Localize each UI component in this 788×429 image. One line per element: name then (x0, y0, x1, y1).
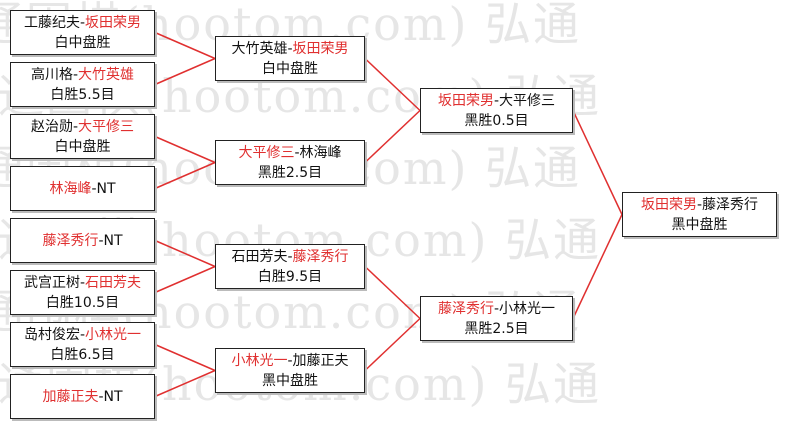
loser-name: 大竹英雄 (231, 40, 288, 57)
match-players: 大平修三-林海峰 (238, 143, 341, 163)
connector-r1m8-r2m4 (154, 369, 216, 398)
winner-name: 石田芳夫 (85, 274, 142, 291)
match-result: 白中盘胜 (54, 34, 111, 51)
match-box-r1m8: 加藤正夫-NT (10, 374, 155, 419)
winner-name: 加藤正夫 (42, 388, 99, 405)
separator: -NT (91, 180, 116, 197)
match-players: 林海峰-NT (49, 179, 115, 199)
separator: - (72, 118, 79, 135)
match-players: 工藤纪夫-坂田荣男 (24, 13, 141, 33)
match-players: 石田芳夫-藤泽秀行 (231, 247, 348, 267)
match-box-r1m2: 高川格-大竹英雄白胜5.5目 (10, 62, 155, 107)
match-box-r1m5: 藤泽秀行-NT (10, 218, 155, 263)
loser-name: 加藤正夫 (292, 352, 349, 369)
match-players: 藤泽秀行-小林光一 (438, 299, 555, 319)
match-result: 黑胜2.5目 (257, 164, 323, 181)
match-result: 黑胜2.5目 (464, 320, 529, 337)
match-box-r3m2: 藤泽秀行-小林光一黑胜2.5目 (420, 296, 573, 341)
connector-r1m7-r2m4 (154, 343, 216, 372)
connector-r1m3-r2m2 (154, 135, 216, 164)
loser-name: 高川格 (30, 66, 73, 83)
match-players: 小林光一-加藤正夫 (231, 351, 348, 371)
loser-name: 藤泽秀行 (702, 196, 759, 213)
match-result: 黑胜0.5目 (464, 112, 529, 129)
winner-name: 坂田荣男 (437, 92, 494, 109)
separator: - (79, 14, 86, 31)
match-result: 白胜9.5目 (257, 268, 323, 285)
match-box-r1m3: 赵治勋-大平修三白中盘胜 (10, 114, 155, 159)
separator: - (79, 274, 86, 291)
separator: - (72, 66, 79, 83)
loser-name: 小林光一 (499, 300, 556, 317)
match-box-r1m7: 岛村俊宏-小林光一白胜6.5目 (10, 322, 155, 367)
match-players: 藤泽秀行-NT (42, 231, 122, 251)
match-result: 白中盘胜 (54, 138, 111, 155)
match-result: 白胜10.5目 (45, 294, 120, 311)
match-players: 赵治勋-大平修三 (31, 117, 134, 137)
match-result: 白中盘胜 (262, 60, 318, 77)
connector-r2m4-r3m2 (364, 317, 421, 372)
winner-name: 大平修三 (238, 144, 295, 161)
connector-r3m1-final (572, 110, 623, 215)
winner-name: 藤泽秀行 (292, 248, 349, 265)
winner-name: 坂田荣男 (85, 14, 142, 31)
match-result: 白胜6.5目 (50, 346, 115, 363)
match-result: 白胜5.5目 (50, 86, 115, 103)
connector-r1m6-r2m3 (154, 265, 216, 294)
loser-name: 武宫正树 (23, 274, 80, 291)
loser-name: 林海峰 (299, 144, 342, 161)
match-players: 坂田荣男-藤泽秀行 (641, 195, 758, 215)
connector-r2m1-r3m1 (364, 57, 421, 112)
match-players: 岛村俊宏-小林光一 (24, 325, 141, 345)
separator: -NT (98, 388, 123, 405)
separator: - (287, 352, 293, 369)
match-players: 坂田荣男-大平修三 (438, 91, 555, 111)
match-box-r1m4: 林海峰-NT (10, 166, 155, 211)
winner-name: 坂田荣男 (292, 40, 349, 57)
separator: - (696, 196, 703, 213)
separator: - (493, 92, 500, 109)
separator: - (493, 300, 500, 317)
loser-name: 工藤纪夫 (23, 14, 80, 31)
match-result: 黑中盘胜 (671, 216, 728, 233)
match-box-r1m1: 工藤纪夫-坂田荣男白中盘胜 (10, 10, 155, 55)
connector-r1m4-r2m2 (154, 161, 216, 190)
winner-name: 大平修三 (78, 118, 135, 135)
separator: -NT (98, 232, 123, 249)
separator: - (79, 326, 86, 343)
match-box-r3m1: 坂田荣男-大平修三黑胜0.5目 (420, 88, 573, 133)
match-result: 黑中盘胜 (262, 372, 318, 389)
winner-name: 藤泽秀行 (437, 300, 494, 317)
winner-name: 藤泽秀行 (42, 232, 99, 249)
match-box-final: 坂田荣男-藤泽秀行黑中盘胜 (622, 192, 777, 237)
match-box-r2m1: 大竹英雄-坂田荣男白中盘胜 (215, 36, 365, 81)
loser-name: 大平修三 (499, 92, 556, 109)
match-players: 大竹英雄-坂田荣男 (231, 39, 348, 59)
match-players: 武宫正树-石田芳夫 (24, 273, 141, 293)
winner-name: 大竹英雄 (78, 66, 135, 83)
match-players: 高川格-大竹英雄 (31, 65, 134, 85)
winner-name: 小林光一 (231, 352, 288, 369)
connector-r1m2-r2m1 (154, 57, 216, 86)
connector-r2m2-r3m1 (364, 109, 421, 164)
winner-name: 小林光一 (85, 326, 142, 343)
connector-r1m1-r2m1 (154, 31, 216, 60)
connector-r1m5-r2m3 (154, 239, 216, 268)
match-box-r2m4: 小林光一-加藤正夫黑中盘胜 (215, 348, 365, 393)
separator: - (294, 144, 300, 161)
winner-name: 林海峰 (49, 180, 92, 197)
match-players: 加藤正夫-NT (42, 387, 122, 407)
separator: - (287, 40, 293, 57)
connector-r2m3-r3m2 (364, 265, 421, 320)
loser-name: 石田芳夫 (231, 248, 288, 265)
loser-name: 赵治勋 (30, 118, 73, 135)
match-box-r2m2: 大平修三-林海峰黑胜2.5目 (215, 140, 365, 185)
winner-name: 坂田荣男 (640, 196, 697, 213)
loser-name: 岛村俊宏 (23, 326, 80, 343)
match-box-r1m6: 武宫正树-石田芳夫白胜10.5目 (10, 270, 155, 315)
separator: - (287, 248, 293, 265)
connector-r3m2-final (572, 214, 623, 319)
match-box-r2m3: 石田芳夫-藤泽秀行白胜9.5目 (215, 244, 365, 289)
